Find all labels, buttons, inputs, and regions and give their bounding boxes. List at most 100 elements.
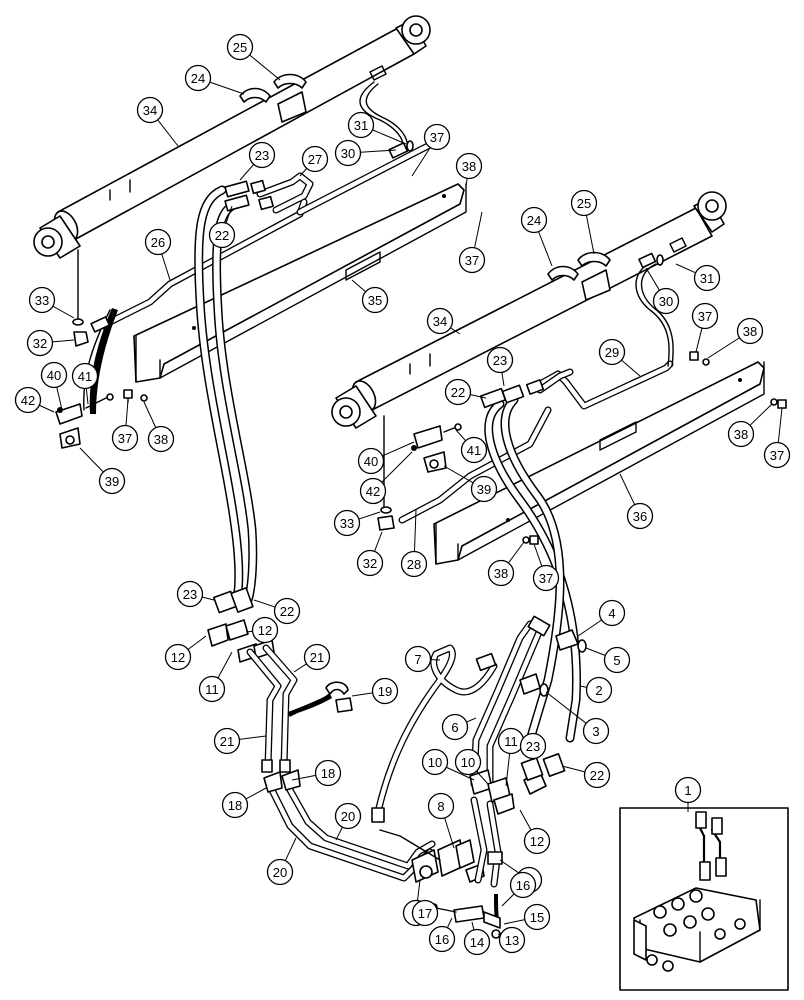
callout-number: 32 <box>33 336 47 351</box>
callout-number: 27 <box>308 152 322 167</box>
callout-leader <box>360 149 397 153</box>
callout-circle <box>585 676 613 704</box>
callout-leader <box>455 429 467 442</box>
callout-22: 22 <box>253 597 301 625</box>
callout-circle <box>251 616 279 644</box>
callout-leader <box>239 735 267 740</box>
callout-leader <box>209 81 245 95</box>
callout-leader <box>675 263 696 274</box>
callout-23: 23 <box>176 580 215 608</box>
callout-number: 8 <box>437 799 444 814</box>
right-bracket-parts <box>377 351 787 545</box>
callout-number: 33 <box>340 516 354 531</box>
callout-leader <box>545 691 587 724</box>
callout-38: 38 <box>707 317 764 359</box>
callout-circle <box>356 549 384 577</box>
callout-circle <box>626 502 654 530</box>
callout-leader <box>508 541 525 564</box>
callout-number: 16 <box>516 878 530 893</box>
callout-number: 4 <box>608 606 615 621</box>
callout-38: 38 <box>727 403 773 448</box>
callout-leader <box>39 404 55 413</box>
callout-leader <box>52 305 75 319</box>
callout-leader <box>695 328 703 353</box>
callout-number: 33 <box>35 293 49 308</box>
callout-leader <box>538 231 553 267</box>
callout-number: 22 <box>590 768 604 783</box>
callout-leader <box>579 685 587 688</box>
callout-leader <box>143 401 157 428</box>
callout-leader <box>465 178 468 187</box>
callout-41: 41 <box>455 429 488 464</box>
callout-8: 8 <box>427 792 455 849</box>
callout-leader <box>125 399 129 426</box>
callout-number: 41 <box>467 443 481 458</box>
callout-circle <box>570 189 598 217</box>
callout-circle <box>454 748 482 776</box>
callout-number: 2 <box>595 683 602 698</box>
callout-circle <box>763 441 791 469</box>
callout-circle <box>455 152 483 180</box>
callout-number: 22 <box>451 385 465 400</box>
callout-13: 13 <box>497 926 526 954</box>
callout-22: 22 <box>561 761 611 789</box>
callout-leader <box>372 129 407 145</box>
callout-circle <box>458 246 486 274</box>
callout-leader <box>499 859 519 874</box>
callout-number: 23 <box>183 587 197 602</box>
callout-3: 3 <box>545 691 610 745</box>
callout-circle <box>487 559 515 587</box>
callout-18: 18 <box>221 787 267 819</box>
callout-number: 17 <box>418 906 432 921</box>
callout-circle <box>583 761 611 789</box>
callout-number: 39 <box>477 482 491 497</box>
callout-circle <box>213 727 241 755</box>
callout-41: 41 <box>71 362 99 405</box>
callout-number: 13 <box>505 933 519 948</box>
callout-leader <box>239 164 255 181</box>
callout-37: 37 <box>411 123 451 177</box>
callout-leader <box>585 215 595 255</box>
callout-5: 5 <box>585 646 631 674</box>
right-tube-29 <box>536 360 674 410</box>
callout-leader <box>446 766 475 781</box>
callout-leader <box>335 826 343 841</box>
callout-leader <box>443 465 474 484</box>
callout-number: 24 <box>191 71 205 86</box>
callout-12: 12 <box>245 616 279 644</box>
callout-circle <box>333 509 361 537</box>
callout-number: 16 <box>435 932 449 947</box>
callout-42: 42 <box>359 451 413 505</box>
callout-leader <box>217 651 233 679</box>
callout-number: 20 <box>341 809 355 824</box>
callout-circle <box>314 759 342 787</box>
callout-circle <box>460 436 488 464</box>
callout-circle <box>147 425 175 453</box>
callout-number: 42 <box>366 484 380 499</box>
callout-leader <box>474 211 483 248</box>
callout-circle <box>598 599 626 627</box>
callout-circle <box>652 287 680 315</box>
callout-number: 11 <box>205 682 219 697</box>
callout-number: 31 <box>700 271 714 286</box>
callout-circle <box>226 33 254 61</box>
callout-leader <box>161 253 171 281</box>
callout-leader <box>56 387 63 411</box>
callout-leader <box>249 54 281 81</box>
callout-number: 3 <box>592 724 599 739</box>
callout-leader <box>351 279 366 293</box>
callout-circle <box>404 645 432 673</box>
callout-leader <box>501 372 505 387</box>
callout-leader <box>413 509 417 552</box>
callout-leader <box>253 599 276 608</box>
callout-25: 25 <box>226 33 281 81</box>
callout-42: 42 <box>14 386 55 414</box>
callout-circle <box>347 111 375 139</box>
callout-30: 30 <box>334 139 397 167</box>
callout-leader <box>645 267 660 291</box>
callout-circle <box>428 925 456 953</box>
callout-circle <box>334 139 362 167</box>
callout-23: 23 <box>486 346 514 387</box>
callout-number: 25 <box>233 40 247 55</box>
lower-tubes-9 <box>470 796 503 888</box>
